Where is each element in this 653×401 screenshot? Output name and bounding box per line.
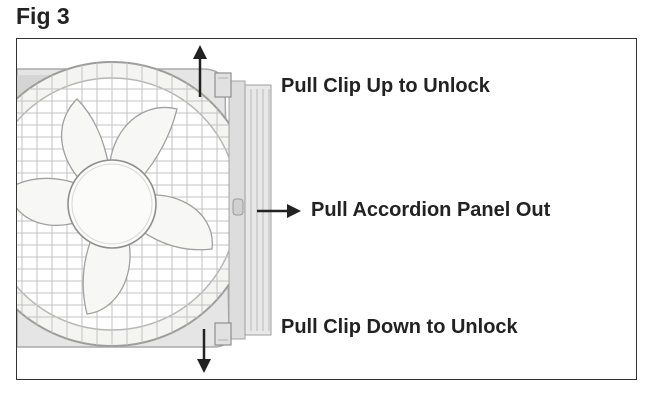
arrow-right-icon xyxy=(257,204,301,218)
figure-frame: Pull Clip Up to Unlock Pull Accordion Pa… xyxy=(16,38,637,380)
top-clip xyxy=(214,72,232,98)
figure-title: Fig 3 xyxy=(16,3,70,29)
fan-hub xyxy=(67,159,157,249)
bottom-clip xyxy=(214,322,232,346)
callout-panel-out: Pull Accordion Panel Out xyxy=(311,199,551,221)
arrow-up-icon xyxy=(193,45,207,97)
callout-clip-down: Pull Clip Down to Unlock xyxy=(281,316,518,338)
callout-clip-up: Pull Clip Up to Unlock xyxy=(281,75,490,97)
arrow-down-icon xyxy=(197,329,211,373)
window-fan-illustration xyxy=(17,45,301,373)
accordion-panel xyxy=(228,80,272,340)
